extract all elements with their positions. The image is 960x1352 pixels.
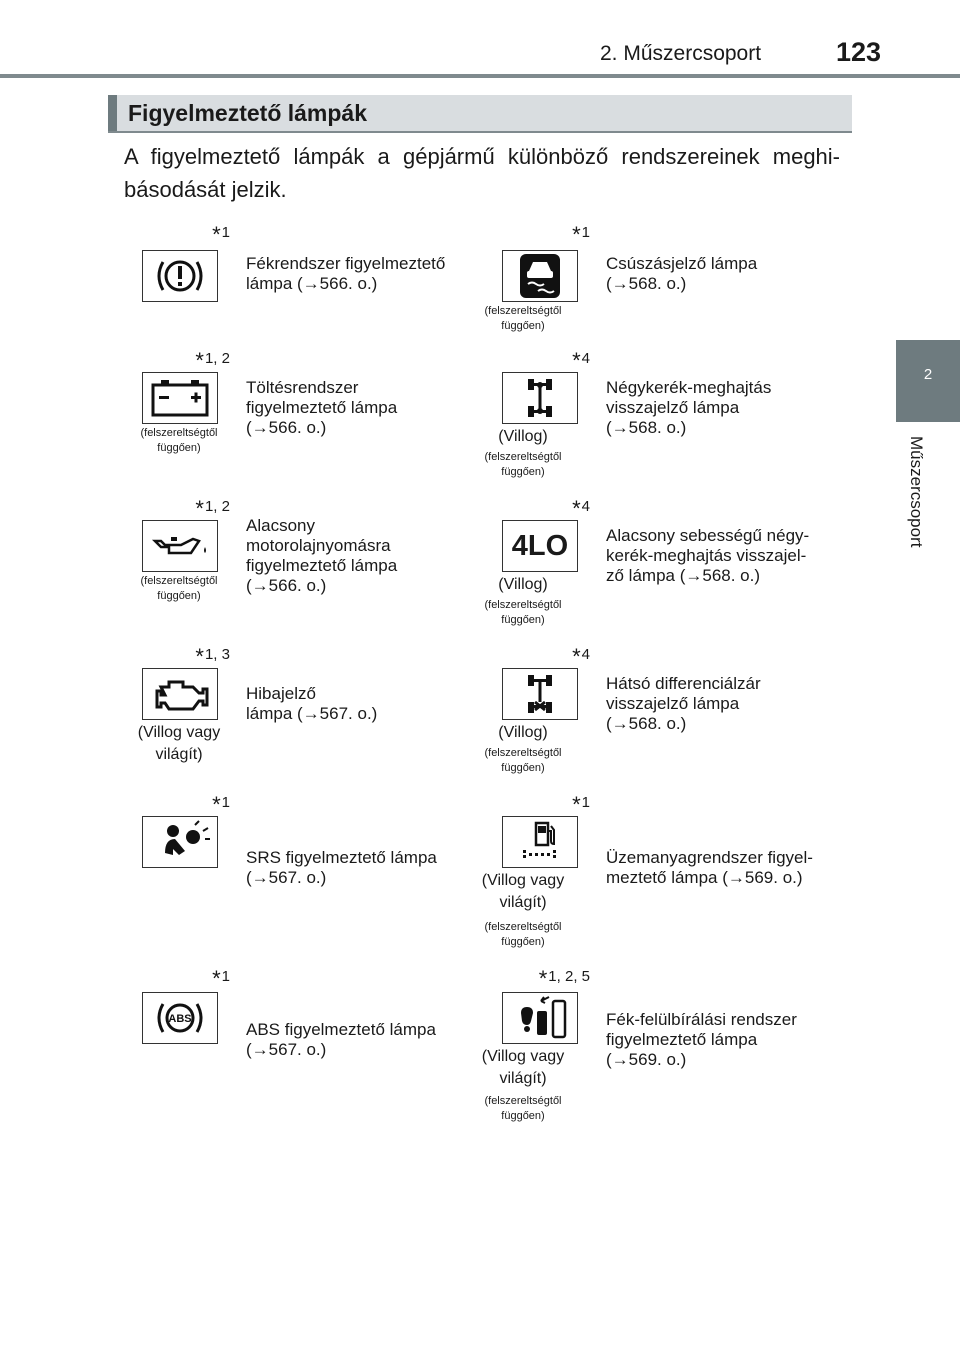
blink-note: (Villog vagy világít) — [137, 724, 221, 763]
lamp-description: ABS figyelmeztető lámpa(→567. o.) — [246, 1020, 436, 1059]
blink-note: (Villog) — [498, 576, 548, 593]
equipment-note: (felszereltségtől függően) — [484, 921, 562, 948]
lamp-entry: *1, 2 (felszereltségtől függően) Töltésr… — [110, 348, 470, 488]
footnote-marker: *1, 2 — [195, 496, 230, 521]
brake-warning-icon — [142, 250, 218, 302]
lamp-entry: *1 (felszereltségtől függően) Csúszásjel… — [470, 222, 830, 342]
intro-line: A figyelmeztető lámpák a gépjármű különb… — [124, 144, 840, 169]
intro-paragraph: A figyelmeztető lámpák a gépjármű különb… — [124, 140, 840, 206]
icon-label: ABS — [168, 1013, 191, 1025]
blink-note: (Villog) — [498, 724, 548, 741]
lamp-entry: *4 4LO (Villog) (felszereltségtől függőe… — [470, 496, 830, 636]
equipment-note: (felszereltségtől függően) — [484, 747, 562, 774]
equipment-note: (felszereltségtől függően) — [140, 427, 218, 454]
section-title: Figyelmeztető lámpák — [128, 100, 368, 126]
header-rule — [0, 74, 960, 78]
equipment-note: (felszereltségtől függően) — [484, 305, 562, 332]
equipment-note: (felszereltségtől függően) — [484, 599, 562, 626]
intro-line: básodását jelzik. — [124, 177, 287, 202]
equipment-note: (felszereltségtől függően) — [140, 575, 218, 602]
footnote-marker: *1 — [572, 792, 590, 817]
lamp-description: Alacsony sebességű négy-kerék-meghajtás … — [606, 526, 810, 585]
blink-note: (Villog vagy világít) — [481, 1048, 565, 1087]
four-lo-icon: 4LO — [502, 520, 578, 572]
lamp-entry: *1 (Villog vagy világít) (felszereltségt… — [470, 792, 830, 962]
blink-note: (Villog) — [498, 428, 548, 445]
footnote-marker: *4 — [572, 348, 590, 373]
equipment-note: (felszereltségtől függően) — [484, 1095, 562, 1122]
chapter-tab: 2 — [896, 340, 960, 422]
oil-pressure-icon — [142, 520, 218, 572]
blink-note: (Villog vagy világít) — [481, 872, 565, 911]
section-header: Figyelmeztető lámpák — [108, 95, 852, 133]
four-wheel-drive-icon — [502, 372, 578, 424]
chapter-side-label: Műszercsoport — [907, 436, 926, 548]
section-header-bar — [108, 95, 117, 131]
lamp-entry: *4 (Villog) (felszereltségtől függően) H… — [470, 644, 830, 784]
lamp-description: Üzemanyagrendszer figyel-meztető lámpa (… — [606, 848, 813, 887]
footnote-marker: *1 — [212, 966, 230, 991]
rear-diff-lock-icon — [502, 668, 578, 720]
abs-warning-icon: ABS — [142, 992, 218, 1044]
page-number: 123 — [836, 37, 882, 67]
lamp-entry: *1, 2 (felszereltségtől függően) Alacson… — [110, 496, 470, 636]
footnote-marker: *1 — [212, 222, 230, 247]
footnote-marker: *4 — [572, 496, 590, 521]
footnote-marker: *4 — [572, 644, 590, 669]
brake-override-icon — [502, 992, 578, 1044]
footnote-marker: *1, 3 — [195, 644, 230, 669]
footnote-marker: *1 — [212, 792, 230, 817]
lamp-entry: *1 SRS figyelmeztető lámpa(→567. o.) — [110, 792, 470, 962]
srs-airbag-icon — [142, 816, 218, 868]
check-engine-icon — [142, 668, 218, 720]
fuel-system-icon — [502, 816, 578, 868]
slip-indicator-icon — [502, 250, 578, 302]
lamp-entry: *4 (Villog) (felszereltségtől függően) N… — [470, 348, 830, 488]
footnote-marker: *1, 2 — [195, 348, 230, 373]
footnote-marker: *1 — [572, 222, 590, 247]
equipment-note: (felszereltségtől függően) — [484, 451, 562, 478]
battery-charging-icon — [142, 372, 218, 424]
lamp-entry: *1 ABS ABS figyelmeztető lámpa(→567. o.) — [110, 966, 470, 1136]
lamp-description: SRS figyelmeztető lámpa(→567. o.) — [246, 848, 437, 887]
chapter-title: 2. Műszercsoport — [600, 42, 762, 65]
lamp-description: Csúszásjelző lámpa(→568. o.) — [606, 254, 758, 293]
icon-label: 4LO — [511, 529, 569, 562]
footnote-marker: *1, 2, 5 — [538, 966, 590, 991]
lamp-entry: *1, 2, 5 (Villog vagy világít) (felszere… — [470, 966, 830, 1136]
